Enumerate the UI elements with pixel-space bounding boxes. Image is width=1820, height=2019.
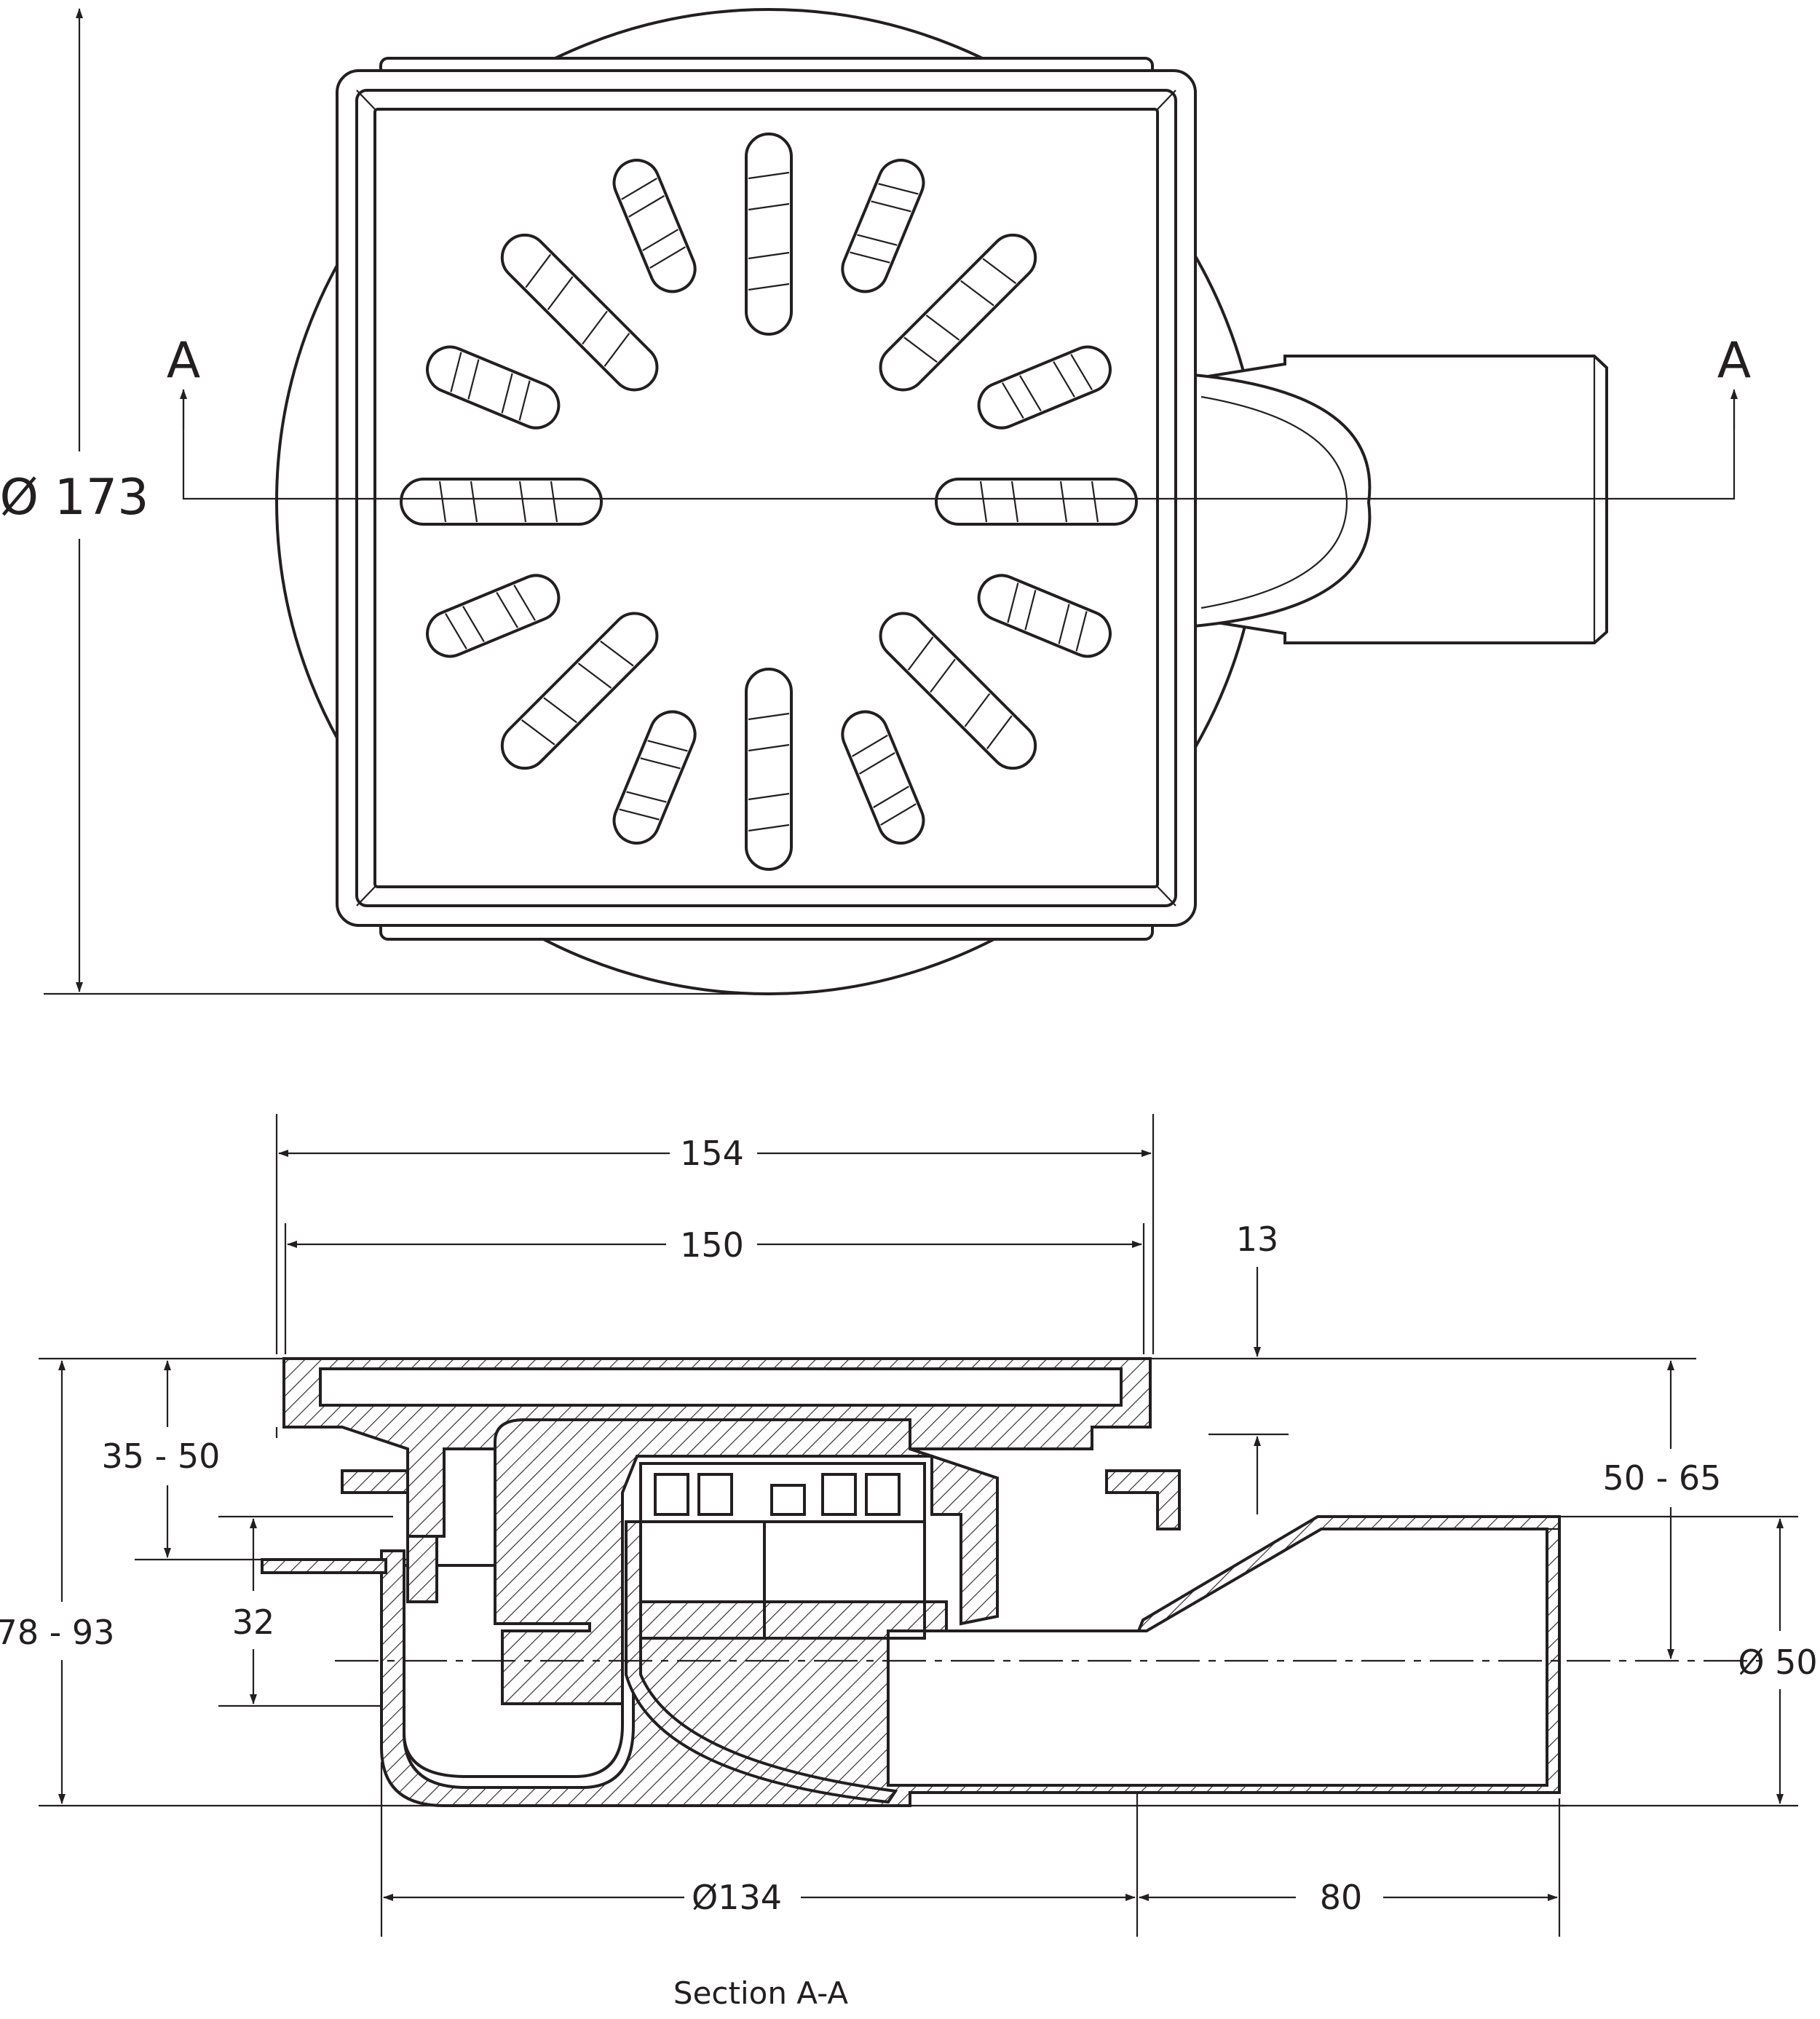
dim-50-65: 50 - 65 <box>1603 1458 1722 1498</box>
section-marker-right: A <box>1717 332 1752 390</box>
grate-slot <box>500 233 659 392</box>
grate-slot <box>612 159 697 293</box>
dim-80: 80 <box>1320 1878 1363 1917</box>
grate-slot <box>879 612 1037 770</box>
grate-slot <box>841 159 925 293</box>
dim-35-50: 35 - 50 <box>102 1437 221 1476</box>
diameter-173-label: Ø 173 <box>0 469 149 526</box>
section-view: 154 150 13 35 - 50 78 - 93 32 50 - 65 Ø … <box>0 1114 1818 2011</box>
outlet-pipe-section <box>887 1528 1548 1787</box>
section-line-a-a <box>182 393 1736 500</box>
grate-slot <box>879 233 1037 392</box>
dim-13: 13 <box>1236 1220 1279 1259</box>
grate-slot <box>977 345 1112 430</box>
dim-32: 32 <box>232 1603 275 1642</box>
dim-diameter-50: Ø 50 <box>1738 1643 1817 1682</box>
grate-slot <box>977 574 1112 658</box>
section-caption: Section A-A <box>673 1975 848 2011</box>
grate-top <box>319 1367 1123 1407</box>
grate-slot <box>426 574 561 658</box>
top-view: A A Ø 173 <box>0 7 1752 995</box>
grate-slot <box>426 345 561 430</box>
dim-diameter-134: Ø134 <box>692 1878 782 1917</box>
grate-slot <box>745 133 793 336</box>
grate-slot <box>935 478 1138 526</box>
odour-trap-insert <box>494 1418 999 1705</box>
grate-slots <box>400 133 1138 871</box>
dim-150: 150 <box>680 1225 744 1265</box>
dim-154: 154 <box>680 1134 744 1173</box>
grate-slot <box>745 668 793 871</box>
grate-slot <box>612 710 697 845</box>
section-marker-left: A <box>167 332 201 390</box>
grate-slot <box>500 612 659 770</box>
dim-78-93: 78 - 93 <box>0 1613 114 1652</box>
grate-slot <box>400 478 603 526</box>
grate-slot <box>841 710 925 845</box>
membrane-flange <box>261 1558 387 1574</box>
